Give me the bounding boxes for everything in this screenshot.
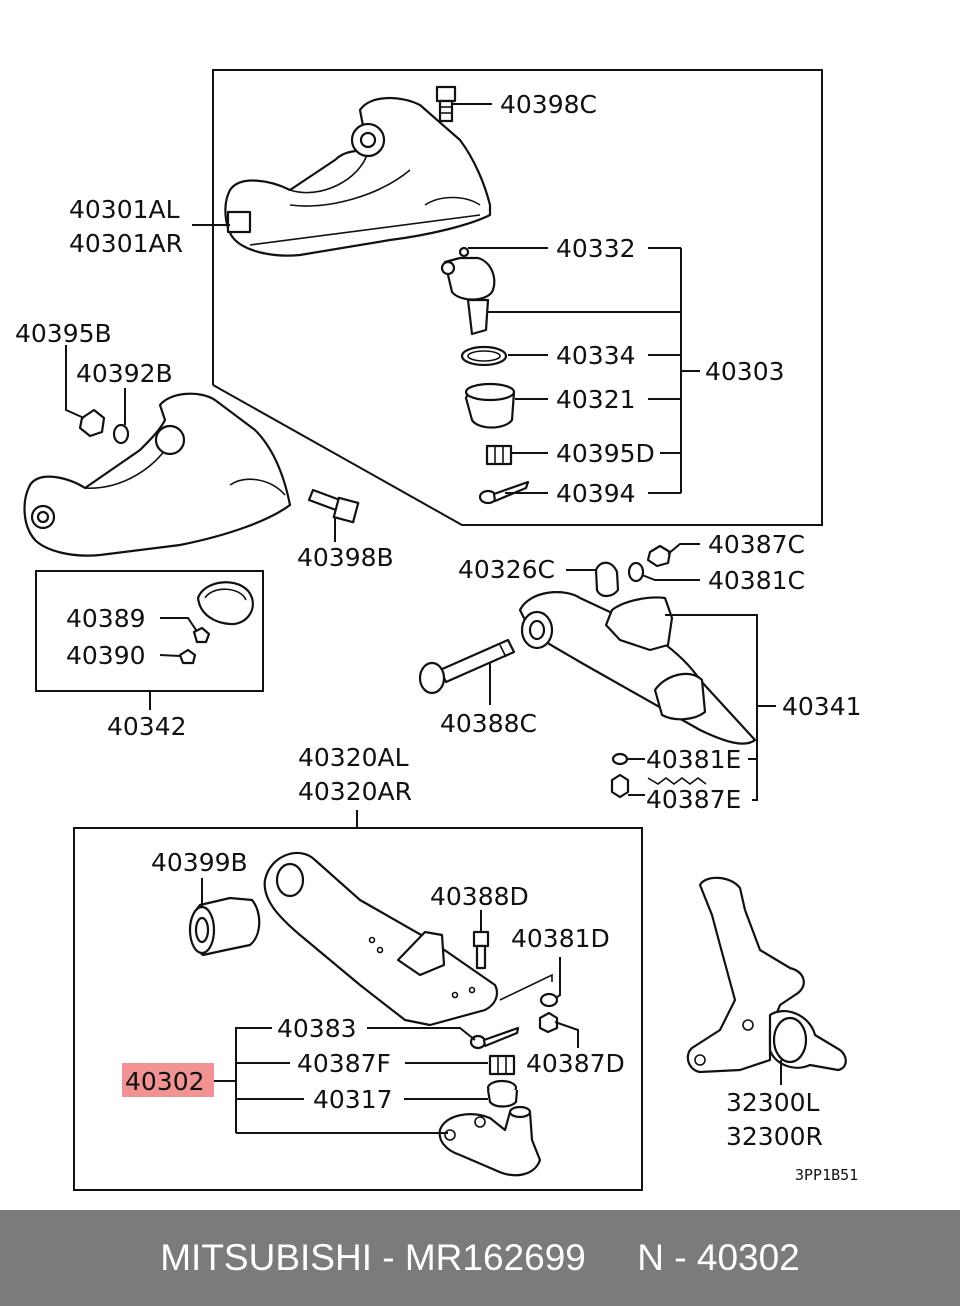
label-40342[interactable]: 40342 (107, 712, 187, 741)
label-40395B[interactable]: 40395B (15, 319, 112, 348)
upper-control-arm-drawing (224, 96, 492, 257)
label-40334[interactable]: 40334 (556, 341, 636, 370)
label-40395D[interactable]: 40395D (556, 439, 655, 468)
label-40381E[interactable]: 40381E (646, 745, 741, 774)
cotter-pin-40383-drawing (469, 1026, 520, 1050)
highlight-40302 (122, 1063, 214, 1097)
bolt-40398B-drawing (307, 488, 360, 524)
dust-boot-40317-drawing (486, 1079, 519, 1108)
nut-40389-drawing (192, 626, 211, 644)
label-40326C[interactable]: 40326C (458, 555, 555, 584)
upper-arm-alt-drawing (23, 392, 292, 557)
label-40317[interactable]: 40317 (313, 1085, 393, 1114)
label-40381C[interactable]: 40381C (708, 566, 805, 595)
strut-bar-40341-drawing (518, 591, 757, 745)
label-40301AR[interactable]: 40301AR (69, 229, 183, 258)
footer-bar: MITSUBISHI - MR162699 N - 40302 (0, 1210, 960, 1306)
washer-40381E-drawing (611, 752, 629, 766)
label-40302[interactable]: 40302 (125, 1067, 205, 1096)
washer-40381D-drawing (539, 992, 559, 1008)
label-40394[interactable]: 40394 (556, 479, 636, 508)
label-40388C[interactable]: 40388C (440, 709, 537, 738)
bushing-40326C-drawing (594, 561, 620, 598)
lower-group-frame (73, 827, 643, 1191)
footer-part-info: MITSUBISHI - MR162699 N - 40302 (160, 1237, 800, 1278)
label-40303[interactable]: 40303 (705, 357, 785, 386)
washer-40392B-drawing (112, 423, 130, 445)
lower-ball-joint-drawing (438, 1105, 542, 1177)
castle-nut-40387F-drawing (488, 1054, 516, 1076)
upper-group-frame (212, 69, 823, 526)
label-32300R[interactable]: 32300R (726, 1122, 823, 1151)
part-labels: 40398C 40301AL 40301AR 40332 40395B 4039… (15, 90, 862, 1184)
nut-40395B-drawing (78, 408, 106, 438)
label-40381D[interactable]: 40381D (511, 924, 610, 953)
label-40392B[interactable]: 40392B (76, 359, 173, 388)
diagram-code: 3PP1B51 (795, 1166, 858, 1184)
nut-40390-drawing (178, 648, 197, 665)
label-40321[interactable]: 40321 (556, 385, 636, 414)
washer-40381C-drawing (627, 561, 645, 583)
label-40389[interactable]: 40389 (66, 604, 146, 633)
nut-40387E-drawing (610, 773, 630, 799)
label-40387F[interactable]: 40387F (297, 1049, 391, 1078)
bushing-40399B-drawing (188, 896, 261, 957)
label-40301AL[interactable]: 40301AL (69, 195, 180, 224)
cotter-pin-40394-drawing (478, 480, 530, 505)
label-40399B[interactable]: 40399B (151, 848, 248, 877)
label-40398B[interactable]: 40398B (297, 543, 394, 572)
label-40320AL[interactable]: 40320AL (298, 743, 409, 772)
label-40398C[interactable]: 40398C (500, 90, 597, 119)
nut-40387D-drawing (538, 1011, 559, 1034)
seal-ring-40334-drawing (460, 345, 508, 367)
label-40387C[interactable]: 40387C (708, 530, 805, 559)
label-40341[interactable]: 40341 (782, 692, 862, 721)
label-40383[interactable]: 40383 (277, 1014, 357, 1043)
lower-control-arm-drawing (263, 851, 553, 1027)
ball-joint-40332-drawing (440, 246, 496, 336)
parts-diagram: 40398C 40301AL 40301AR 40332 40395B 4039… (15, 69, 862, 1191)
bolt-40398C-drawing (435, 85, 457, 123)
bolt-40388D-drawing (472, 930, 490, 970)
bump-stopper-40342-drawing (196, 581, 254, 626)
label-40387D[interactable]: 40387D (526, 1049, 625, 1078)
label-40320AR[interactable]: 40320AR (298, 777, 412, 806)
label-32300L[interactable]: 32300L (726, 1088, 820, 1117)
dust-boot-40321-drawing (464, 382, 516, 429)
leader-lines (65, 103, 782, 1134)
label-40332[interactable]: 40332 (556, 234, 636, 263)
nut-40387C-drawing (646, 544, 672, 568)
label-40388D[interactable]: 40388D (430, 882, 529, 911)
steering-knuckle-drawing (686, 876, 847, 1074)
label-40387E[interactable]: 40387E (646, 785, 741, 814)
castle-nut-40395D-drawing (485, 444, 513, 466)
label-40390[interactable]: 40390 (66, 641, 146, 670)
bolt-40388C-drawing (418, 638, 516, 695)
